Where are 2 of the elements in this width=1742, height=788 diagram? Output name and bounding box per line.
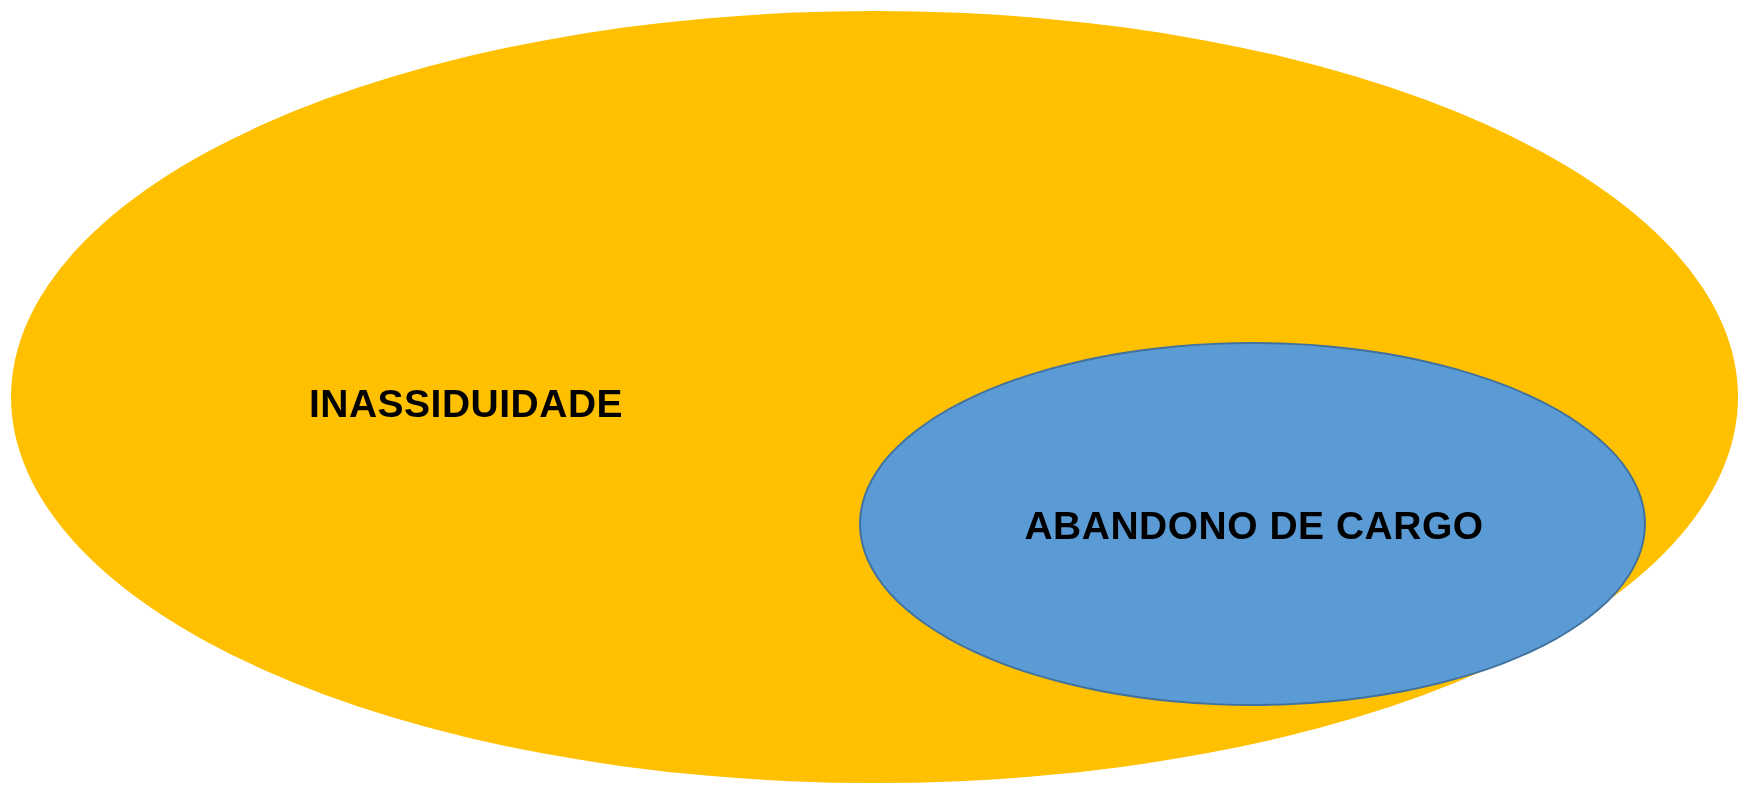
- ellipse-label: INASSIDUIDADE: [308, 382, 624, 426]
- ellipse-label: ABANDONO DE CARGO: [1024, 504, 1484, 548]
